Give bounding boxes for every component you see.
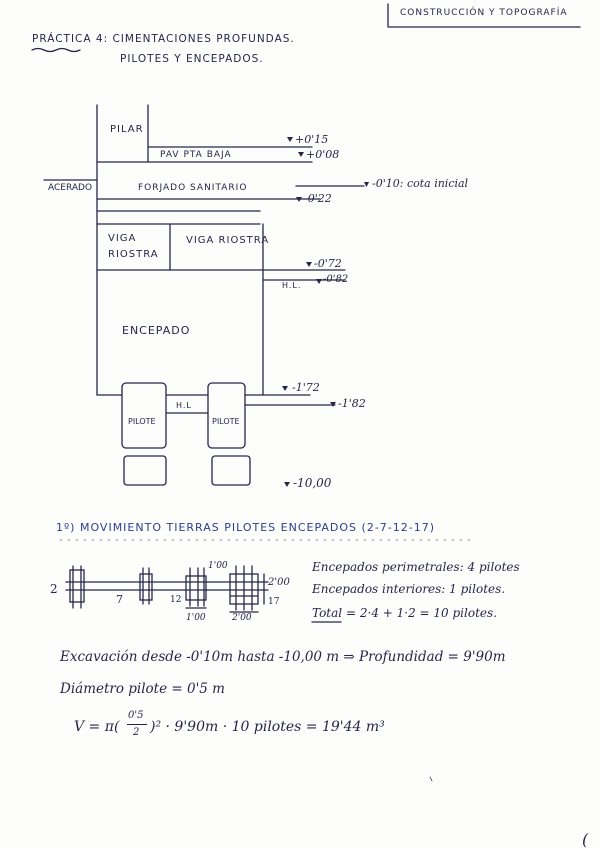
pilote-right-shape (207, 382, 246, 449)
calc-excavation: Excavación desde -0'10m hasta -10,00 m ⇒… (60, 649, 506, 665)
plan-label-12: 12 (170, 595, 182, 605)
level-marker-icon (282, 386, 288, 391)
page-corner-mark: ( (582, 830, 589, 848)
volume-fraction-bar (127, 724, 147, 725)
plan-label-2-00-right: 2'00 (268, 577, 290, 588)
label-encepado: ENCEPADO (122, 324, 191, 337)
level-marker-icon (284, 482, 290, 487)
title-underline (31, 47, 81, 53)
note-interior: Encepados interiores: 1 pilotes. (312, 582, 506, 596)
volume-prefix: V = π( (74, 719, 120, 735)
level-marker-icon (330, 402, 336, 407)
total-expression: = 2·4 + 1·2 = 10 pilotes. (346, 606, 497, 620)
volume-numerator: 0'5 (128, 710, 144, 721)
label-forjado: FORJADO SANITARIO (138, 183, 248, 193)
pilote-left-shape (121, 382, 167, 449)
level-marker-icon (298, 152, 304, 157)
level-022: -0'22 (304, 192, 332, 205)
level-015: +0'15 (295, 133, 329, 146)
plan-label-2-00-bottom: 2'00 (232, 613, 252, 623)
level-marker-icon (364, 182, 369, 187)
label-acerado: ACERADO (48, 183, 93, 193)
level-1000: -10,00 (293, 476, 332, 490)
note-perimetral: Encepados perimetrales: 4 pilotes (312, 560, 520, 574)
pilote-left-lower-shape (123, 455, 167, 486)
stray-mark (429, 776, 433, 782)
level-182: -1'82 (338, 397, 366, 410)
level-082: -0'82 (323, 274, 349, 285)
label-hl-top: H.L. (282, 281, 302, 290)
label-pilote-left: PILOTE (128, 417, 156, 426)
level-marker-icon (296, 197, 302, 202)
label-viga-1: VIGA (108, 233, 137, 244)
label-hl-mid: H.L (176, 401, 192, 410)
practice-subtitle: PILOTES Y ENCEPADOS. (120, 53, 264, 65)
volume-denominator: 2 (133, 727, 140, 738)
plan-label-1-00-bottom: 1'00 (186, 613, 206, 623)
pilote-right-lower-shape (211, 455, 251, 486)
level-marker-icon (287, 137, 293, 142)
level-172: -1'72 (292, 381, 320, 394)
level-008: +0'08 (306, 148, 340, 161)
level-marker-icon (306, 262, 312, 267)
plan-label-2: 2 (50, 582, 58, 596)
section-1-heading: 1º) MOVIMIENTO TIERRAS PILOTES ENCEPADOS… (56, 521, 436, 534)
practice-title: PRÁCTICA 4: CIMENTACIONES PROFUNDAS. (32, 33, 295, 45)
plan-label-1-00-top: 1'00 (208, 561, 228, 571)
plan-label-17: 17 (268, 597, 280, 607)
calc-diameter: Diámetro pilote = 0'5 m (60, 681, 225, 697)
course-header: CONSTRUCCIÓN Y TOPOGRAFÍA (400, 8, 568, 18)
level-072: -0'72 (314, 257, 342, 270)
level-010: -0'10: cota inicial (372, 177, 469, 190)
total-label: Total (312, 606, 343, 620)
label-pilote-right: PILOTE (212, 417, 240, 426)
plan-sketch (65, 565, 269, 613)
label-pav: PAV PTA BAJA (160, 150, 232, 160)
plan-label-7: 7 (116, 593, 123, 606)
label-viga-2: RIOSTRA (108, 249, 159, 260)
label-viga-right: VIGA RIOSTRA (186, 235, 270, 246)
level-marker-icon (316, 279, 322, 284)
label-pilar: PILAR (110, 124, 144, 135)
volume-suffix: )² · 9'90m · 10 pilotes = 19'44 m³ (150, 719, 385, 735)
